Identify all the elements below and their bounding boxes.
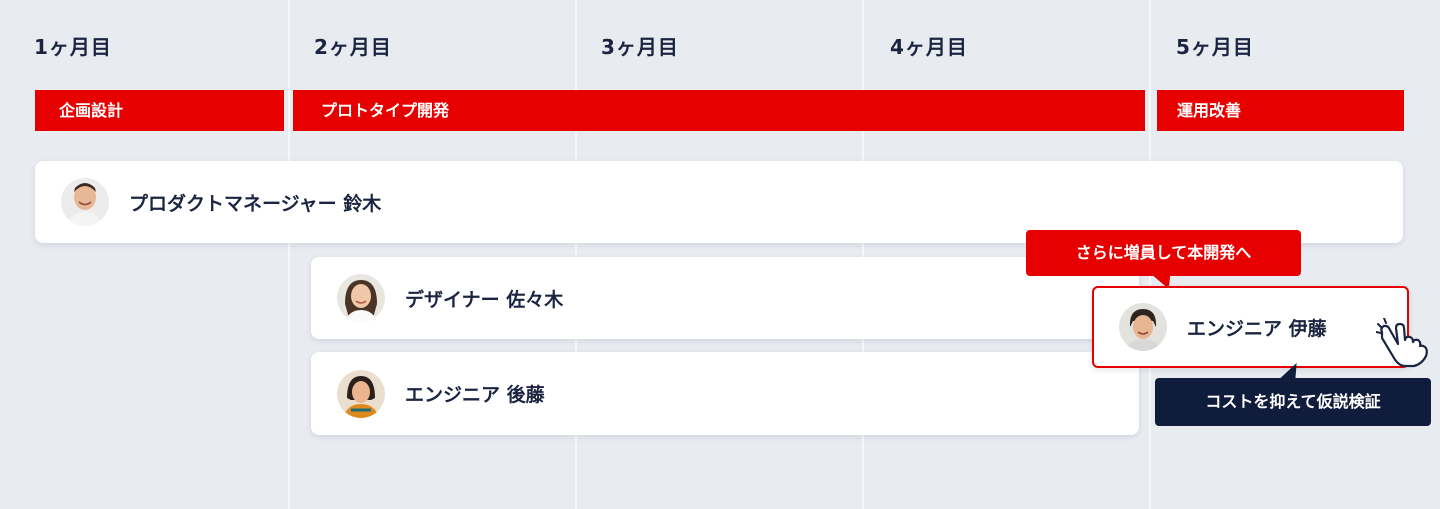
month-header-2: 2ヶ月目 <box>314 35 392 59</box>
month-header-4: 4ヶ月目 <box>890 35 968 59</box>
pointing-hand-icon <box>1376 318 1428 368</box>
column-divider <box>288 0 290 509</box>
column-divider <box>862 0 864 509</box>
phase-bar-operation: 運用改善 <box>1157 90 1404 131</box>
month-header-1: 1ヶ月目 <box>34 35 112 59</box>
member-label: デザイナー 佐々木 <box>405 288 564 311</box>
phase-bar-prototype: プロトタイプ開発 <box>293 90 1145 131</box>
avatar <box>337 369 385 418</box>
member-card-designer: デザイナー 佐々木 <box>311 257 1139 339</box>
member-label: エンジニア 伊藤 <box>1187 317 1327 340</box>
month-header-3: 3ヶ月目 <box>601 35 679 59</box>
member-label: プロダクトマネージャー 鈴木 <box>129 192 382 215</box>
member-card-engineer-goto: エンジニア 後藤 <box>311 352 1139 435</box>
avatar <box>1119 303 1167 351</box>
member-card-product-manager: プロダクトマネージャー 鈴木 <box>35 161 1403 243</box>
member-card-engineer-ito[interactable]: エンジニア 伊藤 <box>1092 286 1409 368</box>
month-header-5: 5ヶ月目 <box>1176 35 1254 59</box>
avatar <box>337 274 385 322</box>
phase-bar-planning: 企画設計 <box>35 90 284 131</box>
avatar <box>61 178 109 226</box>
callout-scale-up: さらに増員して本開発へ <box>1026 230 1301 276</box>
callout-low-cost: コストを抑えて仮説検証 <box>1155 378 1431 426</box>
member-label: エンジニア 後藤 <box>405 384 545 406</box>
column-divider <box>575 0 577 509</box>
